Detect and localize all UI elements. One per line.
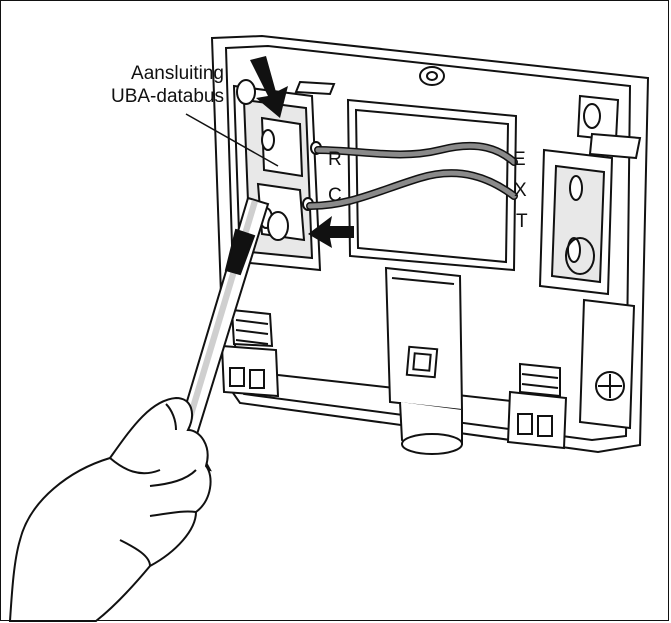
center-connector bbox=[384, 266, 464, 455]
callout-line-2: UBA-databus bbox=[110, 86, 224, 107]
callout-line-1: Aansluiting bbox=[131, 63, 224, 84]
terminal-label-t: T bbox=[516, 211, 528, 232]
callout-label: Aansluiting UBA-databus bbox=[44, 62, 224, 108]
arrow-left-icon bbox=[308, 216, 354, 248]
arrow-down-right-icon bbox=[250, 56, 288, 118]
terminal-label-e: E bbox=[513, 149, 526, 170]
terminal-label-r: R bbox=[328, 149, 342, 170]
bottom-right-clip bbox=[506, 362, 568, 450]
terminal-label-c: C bbox=[328, 185, 342, 206]
screw-icon bbox=[578, 298, 636, 430]
right-terminal-block bbox=[538, 94, 642, 296]
top-screw-hole bbox=[419, 66, 445, 86]
callout-leader-line bbox=[185, 113, 279, 167]
terminal-label-x: X bbox=[514, 180, 527, 201]
bottom-left-clip bbox=[220, 308, 280, 398]
hand-icon bbox=[8, 396, 212, 622]
